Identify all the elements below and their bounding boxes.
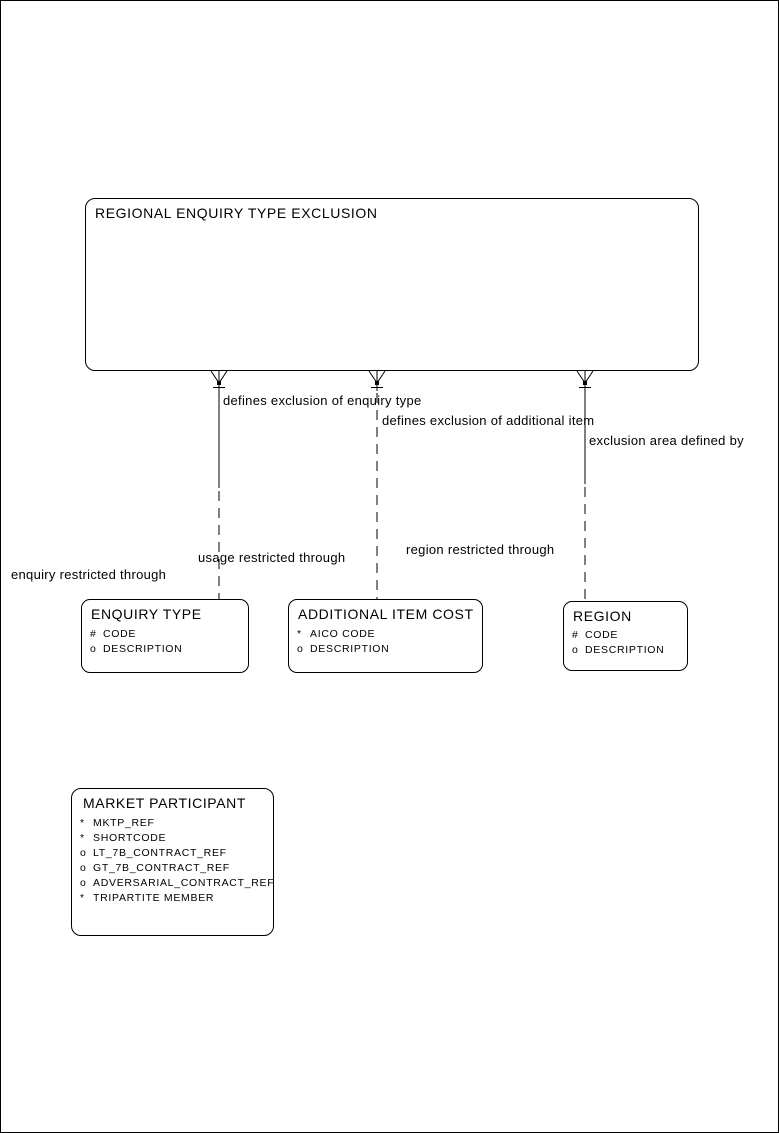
attribute-prefix: # (572, 629, 579, 641)
entity-title: ENQUIRY TYPE (91, 606, 202, 622)
attribute-prefix: o (80, 862, 87, 874)
entity-enquiry-type[interactable]: ENQUIRY TYPE # CODE o DESCRIPTION (81, 599, 249, 673)
entity-title: REGIONAL ENQUIRY TYPE EXCLUSION (95, 205, 378, 221)
attribute-prefix: o (572, 644, 579, 656)
relationship-label-usage-restricted-through: usage restricted through (198, 550, 346, 565)
relationship-label-region-restricted-through: region restricted through (406, 542, 555, 557)
attribute-row: * SHORTCODE (72, 832, 273, 846)
attribute-row: # CODE (82, 628, 248, 642)
attribute-prefix: * (80, 832, 85, 844)
attribute-name: DESCRIPTION (585, 644, 665, 656)
attribute-name: AICO CODE (310, 628, 376, 640)
entity-regional-enquiry-type-exclusion[interactable]: REGIONAL ENQUIRY TYPE EXCLUSION (85, 198, 699, 371)
attribute-prefix: o (80, 877, 87, 889)
attribute-name: DESCRIPTION (310, 643, 390, 655)
attribute-name: ADVERSARIAL_CONTRACT_REF (93, 877, 274, 889)
attribute-row: * TRIPARTITE MEMBER (72, 892, 273, 906)
attribute-name: DESCRIPTION (103, 643, 183, 655)
crows-foot-icon (210, 370, 228, 391)
attribute-row: * AICO CODE (289, 628, 482, 642)
relationship-label-defines-exclusion-of-additional-item: defines exclusion of additional item (382, 413, 595, 428)
attribute-prefix: o (90, 643, 97, 655)
attribute-row: o DESCRIPTION (564, 644, 687, 658)
attribute-name: CODE (103, 628, 137, 640)
entity-market-participant[interactable]: MARKET PARTICIPANT * MKTP_REF * SHORTCOD… (71, 788, 274, 936)
attribute-prefix: o (297, 643, 304, 655)
relationship-label-defines-exclusion-of-enquiry-type: defines exclusion of enquiry type (223, 393, 422, 408)
relationship-line-region[interactable] (576, 370, 594, 601)
entity-title: MARKET PARTICIPANT (83, 795, 247, 811)
attribute-row: o GT_7B_CONTRACT_REF (72, 862, 273, 876)
attribute-row: * MKTP_REF (72, 817, 273, 831)
relationship-label-enquiry-restricted-through: enquiry restricted through (11, 567, 167, 582)
relationship-line-additional-item-cost[interactable] (368, 370, 386, 599)
relationship-line-enquiry-type[interactable] (210, 370, 228, 599)
attribute-prefix: * (80, 892, 85, 904)
attribute-prefix: # (90, 628, 97, 640)
crows-foot-icon (576, 370, 594, 391)
attribute-prefix: * (297, 628, 302, 640)
attribute-name: CODE (585, 629, 619, 641)
attribute-row: o ADVERSARIAL_CONTRACT_REF (72, 877, 273, 891)
entity-region[interactable]: REGION # CODE o DESCRIPTION (563, 601, 688, 671)
attribute-prefix: o (80, 847, 87, 859)
entity-additional-item-cost[interactable]: ADDITIONAL ITEM COST * AICO CODE o DESCR… (288, 599, 483, 673)
attribute-name: LT_7B_CONTRACT_REF (93, 847, 227, 859)
attribute-prefix: * (80, 817, 85, 829)
attribute-row: o DESCRIPTION (289, 643, 482, 657)
relationship-label-exclusion-area-defined-by: exclusion area defined by (589, 433, 744, 448)
attribute-name: SHORTCODE (93, 832, 167, 844)
attribute-name: MKTP_REF (93, 817, 155, 829)
crows-foot-icon (368, 370, 386, 391)
attribute-row: o DESCRIPTION (82, 643, 248, 657)
attribute-name: TRIPARTITE MEMBER (93, 892, 215, 904)
attribute-row: o LT_7B_CONTRACT_REF (72, 847, 273, 861)
attribute-row: # CODE (564, 629, 687, 643)
entity-title: REGION (573, 608, 632, 624)
entity-title: ADDITIONAL ITEM COST (298, 606, 474, 622)
attribute-name: GT_7B_CONTRACT_REF (93, 862, 230, 874)
